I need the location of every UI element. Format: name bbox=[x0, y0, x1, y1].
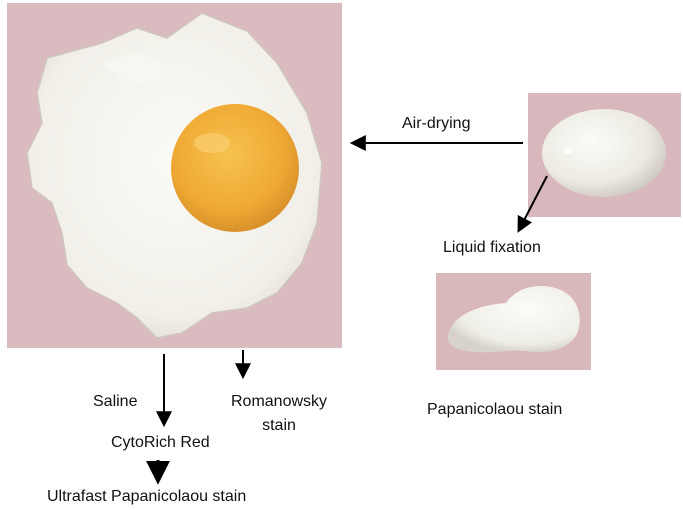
liquid-fixation-label: Liquid fixation bbox=[443, 238, 541, 258]
ultrafast-pap-label: Ultrafast Papanicolaou stain bbox=[47, 487, 246, 507]
romanowsky-label-line2: stain bbox=[218, 416, 340, 436]
cytorich-red-label: CytoRich Red bbox=[111, 433, 210, 453]
pap-stain-label: Papanicolaou stain bbox=[427, 400, 562, 420]
liquid-fixation-arrow bbox=[519, 176, 547, 230]
air-drying-label: Air-drying bbox=[402, 114, 470, 134]
saline-label: Saline bbox=[93, 392, 137, 412]
romanowsky-label: Romanowsky stain bbox=[218, 392, 340, 436]
romanowsky-label-line1: Romanowsky bbox=[218, 392, 340, 412]
